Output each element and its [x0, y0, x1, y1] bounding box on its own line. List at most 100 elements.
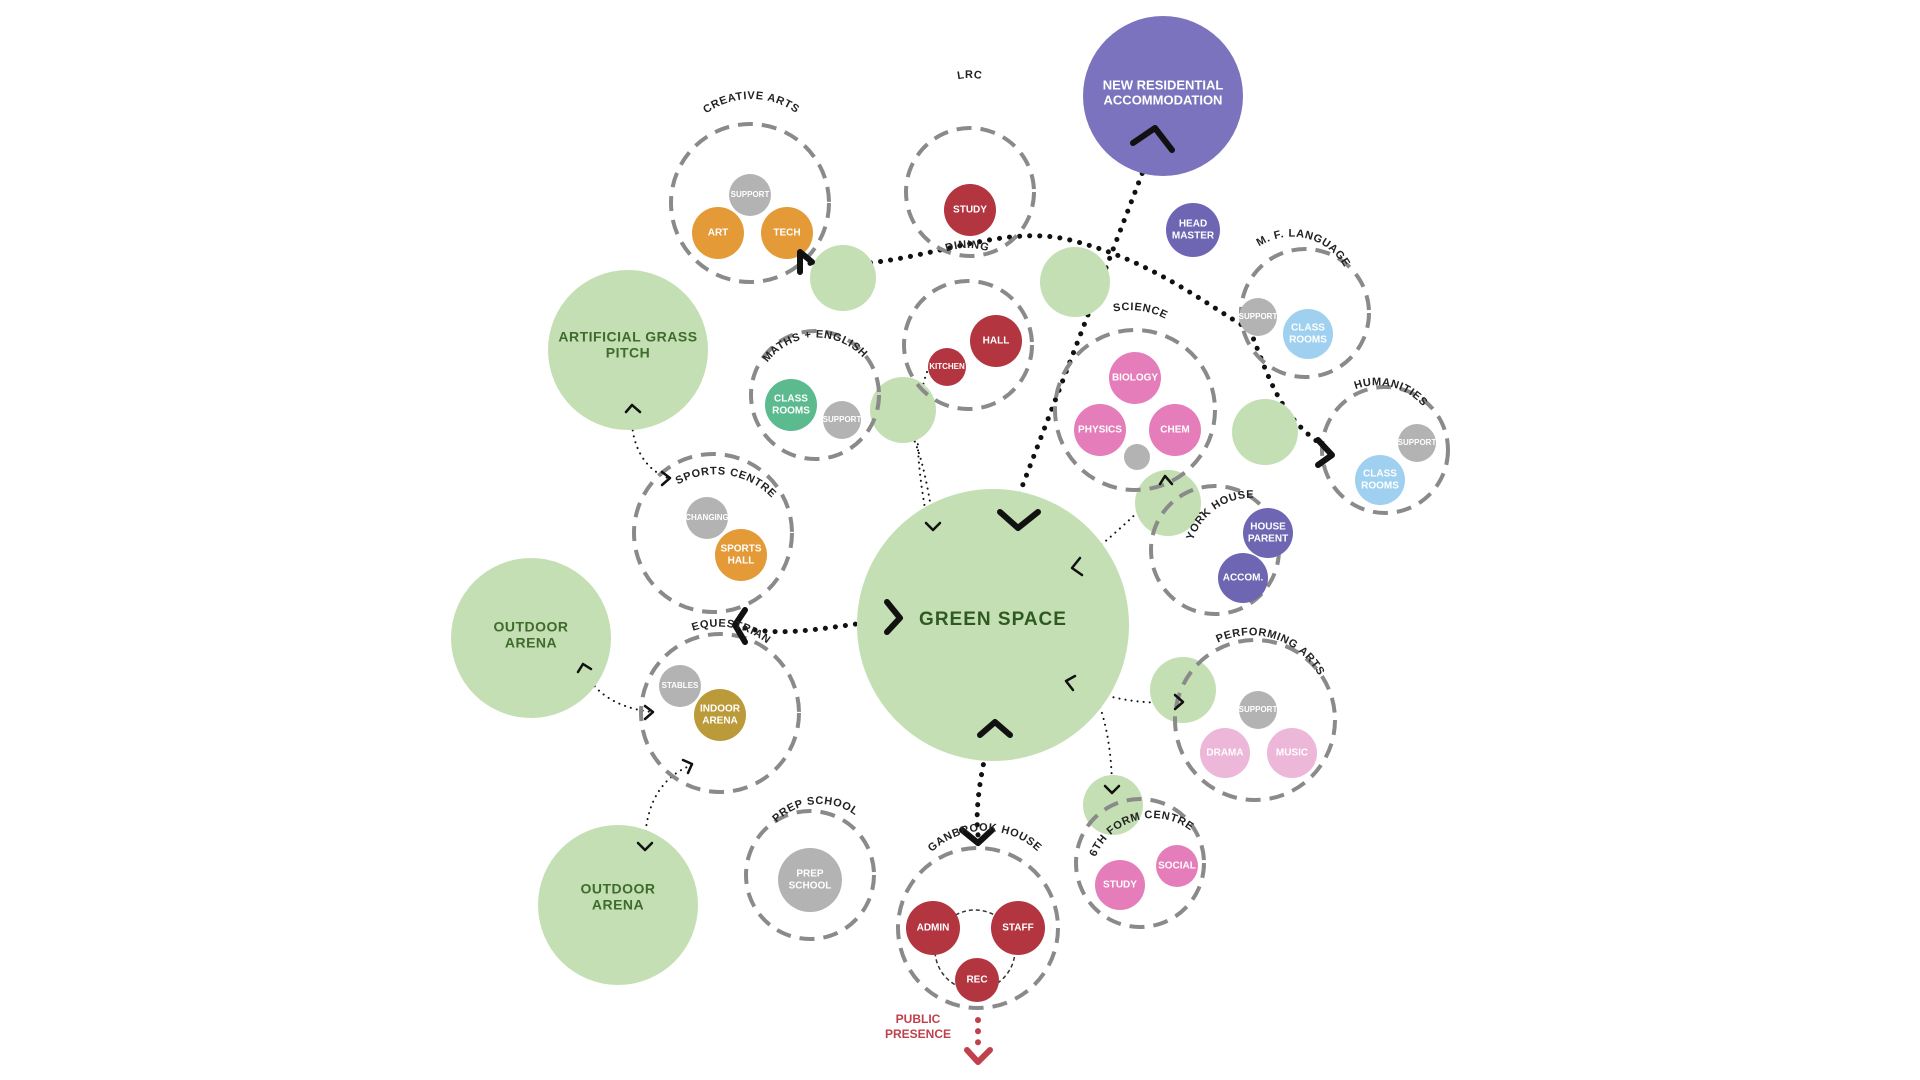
- arrow-outdoor1: [576, 662, 593, 674]
- green-outdoor-arena-1: [451, 558, 611, 718]
- headmaster-label-l2: MASTER: [1172, 231, 1215, 242]
- science-biology-circle: [1109, 352, 1161, 404]
- sports-changing-label: CHANGING: [685, 513, 729, 522]
- title-creative-arts: CREATIVE ARTS: [701, 90, 802, 116]
- york-accom-circle: [1218, 553, 1268, 603]
- creative-support-label: SUPPORT: [731, 190, 770, 199]
- title-prep-school: PREP SCHOOL: [770, 795, 861, 825]
- headmaster-circle: [1166, 203, 1220, 257]
- title-performing-arts: PERFORMING ARTS: [1214, 626, 1327, 678]
- residential-label-l1: NEW RESIDENTIAL: [1103, 77, 1224, 92]
- green-spaces: [451, 245, 1298, 985]
- sports-hall-label-l1: SPORTS: [720, 544, 761, 555]
- arrow-humanities: [1315, 437, 1335, 468]
- science-physics-label: PHYSICS: [1078, 425, 1122, 436]
- equestrian-indoor-label-l1: INDOOR: [700, 704, 741, 715]
- ganbrook-admin-label: ADMIN: [917, 923, 950, 934]
- outdoor1-label-l1: OUTDOOR: [493, 619, 568, 635]
- ring-sixth-form: [1074, 797, 1206, 929]
- pitch-label-l1: ARTIFICIAL GRASS: [558, 329, 697, 345]
- title-sports-centre: SPORTS CENTRE: [674, 465, 779, 500]
- ring-equestrian: [639, 632, 801, 794]
- dining-hall-label: HALL: [983, 336, 1010, 347]
- link-sports-greenspace: [742, 617, 893, 635]
- science-chem-circle: [1149, 404, 1201, 456]
- arrow-sixth: [1103, 784, 1121, 795]
- arrow-science-york: [1158, 474, 1174, 486]
- group-rings: [632, 122, 1450, 1010]
- green-outdoor-arena-2: [538, 825, 698, 985]
- ring-maths-english: [749, 329, 881, 461]
- performing-support-circle: [1239, 691, 1277, 729]
- link-greenspace-residential: [1009, 137, 1158, 516]
- humanities-support-label: SUPPORT: [1398, 438, 1437, 447]
- green-artificial-pitch: [548, 270, 708, 430]
- creative-tech-circle: [761, 207, 813, 259]
- sixth-study-label: STUDY: [1103, 880, 1137, 891]
- performing-music-label: MUSIC: [1276, 748, 1308, 759]
- outdoor2-label-l2: ARENA: [592, 897, 644, 913]
- performing-drama-circle: [1200, 728, 1250, 778]
- york-houseparent-label-l1: HOUSE: [1250, 522, 1286, 533]
- science-extra-circle: [1124, 444, 1150, 470]
- ring-sports-centre: [632, 452, 794, 614]
- arrow-creative: [797, 249, 815, 275]
- title-lrc: LRC: [956, 69, 983, 82]
- humanities-support-circle: [1398, 424, 1436, 462]
- ring-lrc: [904, 126, 1036, 258]
- ganbrook-staff-circle: [991, 901, 1045, 955]
- equestrian-indoor-label-l2: ARENA: [702, 716, 738, 727]
- lrc-study-label: STUDY: [953, 205, 987, 216]
- green-link-creative: [810, 245, 876, 311]
- hub-green-space: [857, 489, 1129, 761]
- arrow-greenspace-maths: [924, 521, 942, 532]
- sports-hall-label-l2: HALL: [728, 556, 755, 567]
- arrow-green-top: [997, 509, 1041, 531]
- sports-hall-circle: [715, 529, 767, 581]
- mf-classrooms-label-l2: ROOMS: [1289, 335, 1327, 346]
- equestrian-stables-circle: [659, 665, 701, 707]
- ring-creative-arts: [669, 122, 831, 284]
- sports-changing-circle: [686, 497, 728, 539]
- performing-music-circle: [1267, 728, 1317, 778]
- pitch-label-l2: PITCH: [606, 345, 651, 361]
- title-equestrian: EQUESTRIAN: [690, 617, 773, 646]
- arrow-equestrian-in: [643, 704, 655, 721]
- arrow-sports-left: [732, 607, 748, 645]
- ring-ganbrook-house: [896, 846, 1060, 1010]
- arrow-public: [964, 1047, 993, 1065]
- prep-school-circle: [778, 848, 842, 912]
- ring-prep-school: [744, 809, 876, 941]
- ring-humanities: [1320, 385, 1450, 515]
- sixth-study-circle: [1095, 860, 1145, 910]
- title-maths-english: MATHS + ENGLISH: [760, 328, 870, 364]
- ganbrook-staff-label: STAFF: [1002, 923, 1033, 934]
- arrow-york: [1070, 556, 1084, 577]
- title-science: SCIENCE: [1112, 301, 1170, 322]
- equestrian-indoor-circle: [694, 689, 746, 741]
- prep-school-label-l1: PREP: [796, 869, 824, 880]
- arrow-perf: [1173, 693, 1185, 711]
- york-houseparent-circle: [1243, 508, 1293, 558]
- ring-dining: [902, 279, 1034, 411]
- ganbrook-rec-circle: [955, 958, 999, 1002]
- creative-support-circle: [729, 174, 771, 216]
- mf-classrooms-circle: [1283, 309, 1333, 359]
- creative-tech-label: TECH: [773, 228, 800, 239]
- ganbrook-rec-label: REC: [966, 975, 987, 986]
- residential-circle: [1083, 16, 1243, 176]
- link-creative-lrc-mflang-humanities: [797, 233, 1333, 453]
- maths-classrooms-circle: [765, 379, 817, 431]
- arrow-ganbrook-top: [959, 827, 995, 846]
- maths-classrooms-label-l2: ROOMS: [772, 406, 810, 417]
- arrow-hub-left: [884, 599, 903, 635]
- humanities-classrooms-label-l2: ROOMS: [1361, 481, 1399, 492]
- arrow-hub-perf: [1064, 674, 1077, 692]
- mf-classrooms-label-l1: CLASS: [1291, 323, 1325, 334]
- arrow-residential: [1130, 125, 1175, 153]
- creative-art-circle: [692, 207, 744, 259]
- headmaster-label-l1: HEAD: [1179, 219, 1207, 230]
- arrow-equestrian-out: [681, 758, 694, 775]
